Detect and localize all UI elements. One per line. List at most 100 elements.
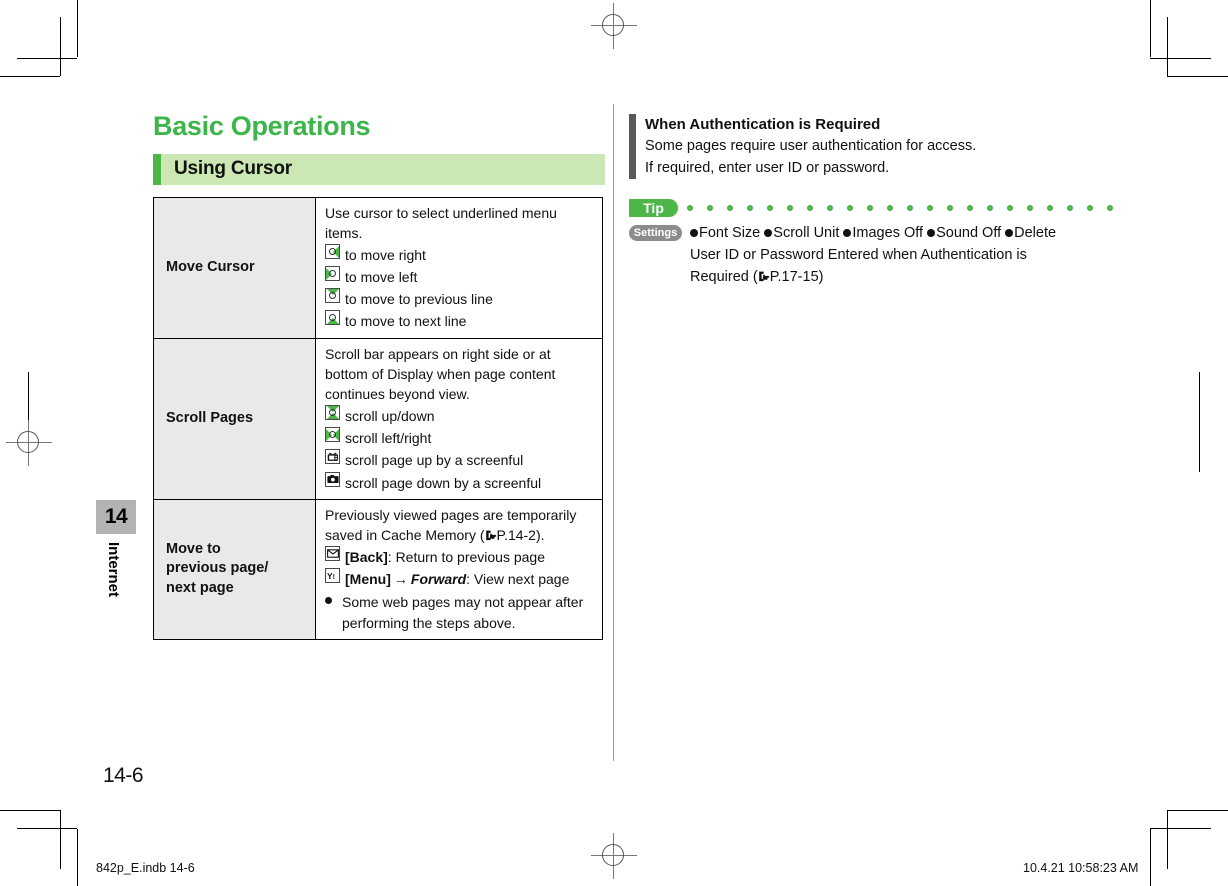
- camera-key-icon: [325, 471, 340, 487]
- crop-mark-right-center: [1199, 410, 1200, 472]
- tip-dot-icon: [687, 205, 693, 212]
- tip-dot-rule: [687, 205, 1113, 212]
- page-ref-label[interactable]: P.14-2: [496, 526, 536, 543]
- settings-bullet-icon: [764, 229, 773, 238]
- crop-mark-tr-h: [1150, 58, 1211, 59]
- crop-mark-bl-h: [17, 828, 77, 829]
- row-label-move-page: Move to previous page/ next page: [153, 498, 316, 640]
- page-ref-label[interactable]: P.17-15: [769, 268, 819, 285]
- authentication-callout: When Authentication is Required Some pag…: [629, 114, 1089, 180]
- yahoo-key-icon: Y !: [325, 568, 340, 584]
- tip-header: Tip: [629, 199, 1113, 218]
- settings-item: Scroll Unit: [773, 225, 840, 242]
- row-intro: Scroll bar appears on right side or at b…: [325, 345, 556, 402]
- settings-item: Sound Off: [936, 225, 1002, 242]
- crop-mark-br-v2: [1167, 810, 1168, 869]
- registration-mark-top: [591, 3, 637, 49]
- table-row: Move Cursor Use cursor to select underli…: [153, 196, 603, 339]
- callout-heading: When Authentication is Required: [645, 116, 881, 133]
- page-ref-hand-icon: [485, 526, 497, 540]
- list-item: scroll page down by a screenful: [325, 471, 596, 493]
- bullet-dot-icon: [325, 597, 332, 605]
- list-item: to move left: [325, 266, 596, 287]
- list-item: to move to next line: [325, 310, 596, 331]
- footer-timestamp: 10.4.21 10:58:23 AM: [1023, 861, 1139, 875]
- crop-mark-bl-h2: [0, 810, 60, 811]
- soft-key-back-label: [Back]: [345, 549, 388, 566]
- settings-bullet-icon: [690, 229, 698, 238]
- settings-row: Settings Font Size Scroll Unit Images Of…: [629, 223, 1089, 288]
- tip-dot-icon: [727, 205, 733, 212]
- left-column: Basic Operations Using Cursor Move Curso…: [153, 111, 605, 640]
- list-item-label: scroll page down by a screenful: [345, 474, 542, 491]
- registration-mark-bottom: [591, 833, 637, 879]
- subsection-accent-bar: [153, 153, 161, 185]
- page-ref-hand-icon: [758, 268, 770, 281]
- list-item-label: scroll up/down: [345, 408, 435, 425]
- right-column: When Authentication is Required Some pag…: [629, 114, 1113, 288]
- page-number: 14-6: [103, 764, 144, 787]
- settings-item: Font Size: [699, 225, 761, 242]
- key-up-icon: [325, 288, 340, 304]
- tip-dot-icon: [767, 205, 773, 212]
- settings-item-2-wrap: Images Off: [843, 225, 923, 241]
- operations-table: Move Cursor Use cursor to select underli…: [153, 196, 603, 640]
- callout-line-2: If required, enter user ID or password.: [645, 159, 890, 176]
- tip-dot-icon: [1047, 205, 1053, 212]
- settings-bullet-icon: [927, 229, 936, 238]
- menu-option-forward: Forward: [410, 571, 467, 588]
- soft-key-back-desc: : Return to previous page: [387, 549, 546, 566]
- list-item-label: [Back]: Return to previous page: [345, 546, 545, 567]
- column-divider: [613, 104, 614, 761]
- row-intro-text-a: Previously viewed pages are temporarily …: [325, 506, 577, 543]
- callout-accent-bar: [629, 114, 636, 180]
- tip-dot-icon: [807, 205, 813, 212]
- tip-block: Tip Settings Font Size Scroll Unit Image…: [629, 199, 1113, 288]
- settings-bullet-icon: [1005, 229, 1014, 238]
- list-item: Y ! [Menu]→Forward: View next page: [325, 568, 596, 589]
- list-item: scroll up/down: [325, 405, 596, 426]
- tip-dot-icon: [987, 205, 993, 212]
- crop-mark-right-upper: [1199, 372, 1200, 434]
- tip-dot-icon: [1027, 205, 1033, 212]
- envelope-key-icon: [325, 546, 340, 562]
- row-intro: Previously viewed pages are temporarily …: [325, 505, 596, 545]
- tip-dot-icon: [787, 205, 793, 212]
- tip-dot-icon: [1007, 205, 1013, 212]
- crop-mark-tr-h2: [1167, 76, 1228, 77]
- page-title: Basic Operations: [153, 111, 371, 141]
- crop-mark-br-h2: [1167, 810, 1228, 811]
- row-intro: Use cursor to select underlined menu ite…: [325, 204, 557, 241]
- arrow-glyph: →: [393, 571, 408, 588]
- callout-line-1: Some pages require user authentication f…: [645, 138, 977, 155]
- crop-mark-tl-v2: [60, 17, 61, 76]
- settings-page-ref: ( P.17-15): [752, 268, 824, 285]
- key-down-icon: [325, 310, 340, 326]
- list-item-label: scroll left/right: [345, 430, 432, 447]
- svg-text:Y: Y: [327, 571, 333, 581]
- row-label-scroll-pages: Scroll Pages: [153, 337, 316, 500]
- key-right-icon: [325, 244, 340, 259]
- crop-mark-tl-h: [17, 58, 77, 59]
- tip-dot-icon: [1067, 205, 1073, 212]
- list-item-label: to move right: [345, 247, 426, 263]
- tip-dot-icon: [1087, 205, 1093, 212]
- table-row: Move to previous page/ next page Previou…: [153, 498, 603, 640]
- tip-dot-icon: [967, 205, 973, 212]
- chapter-tab: 14 Internet: [96, 500, 136, 597]
- tip-dot-icon: [1107, 205, 1113, 212]
- row-body-move-cursor: Use cursor to select underlined menu ite…: [315, 196, 603, 339]
- settings-item-1-wrap: Scroll Unit: [764, 225, 839, 241]
- list-item-label: to move to previous line: [345, 291, 493, 308]
- settings-item: Images Off: [852, 225, 924, 242]
- list-item-note: Some web pages may not appear after perf…: [325, 591, 596, 632]
- row-body-move-page: Previously viewed pages are temporarily …: [315, 498, 603, 640]
- list-item-label: [Menu]→Forward: View next page: [345, 568, 569, 589]
- soft-key-menu-label: [Menu]: [345, 571, 391, 588]
- crop-mark-br-h: [1150, 828, 1211, 829]
- registration-mark-left: [6, 420, 52, 466]
- subsection-heading-label: Using Cursor: [174, 158, 292, 180]
- key-updown-icon: [325, 405, 340, 421]
- list-item: scroll left/right: [325, 427, 596, 448]
- list-item: to move to previous line: [325, 288, 596, 309]
